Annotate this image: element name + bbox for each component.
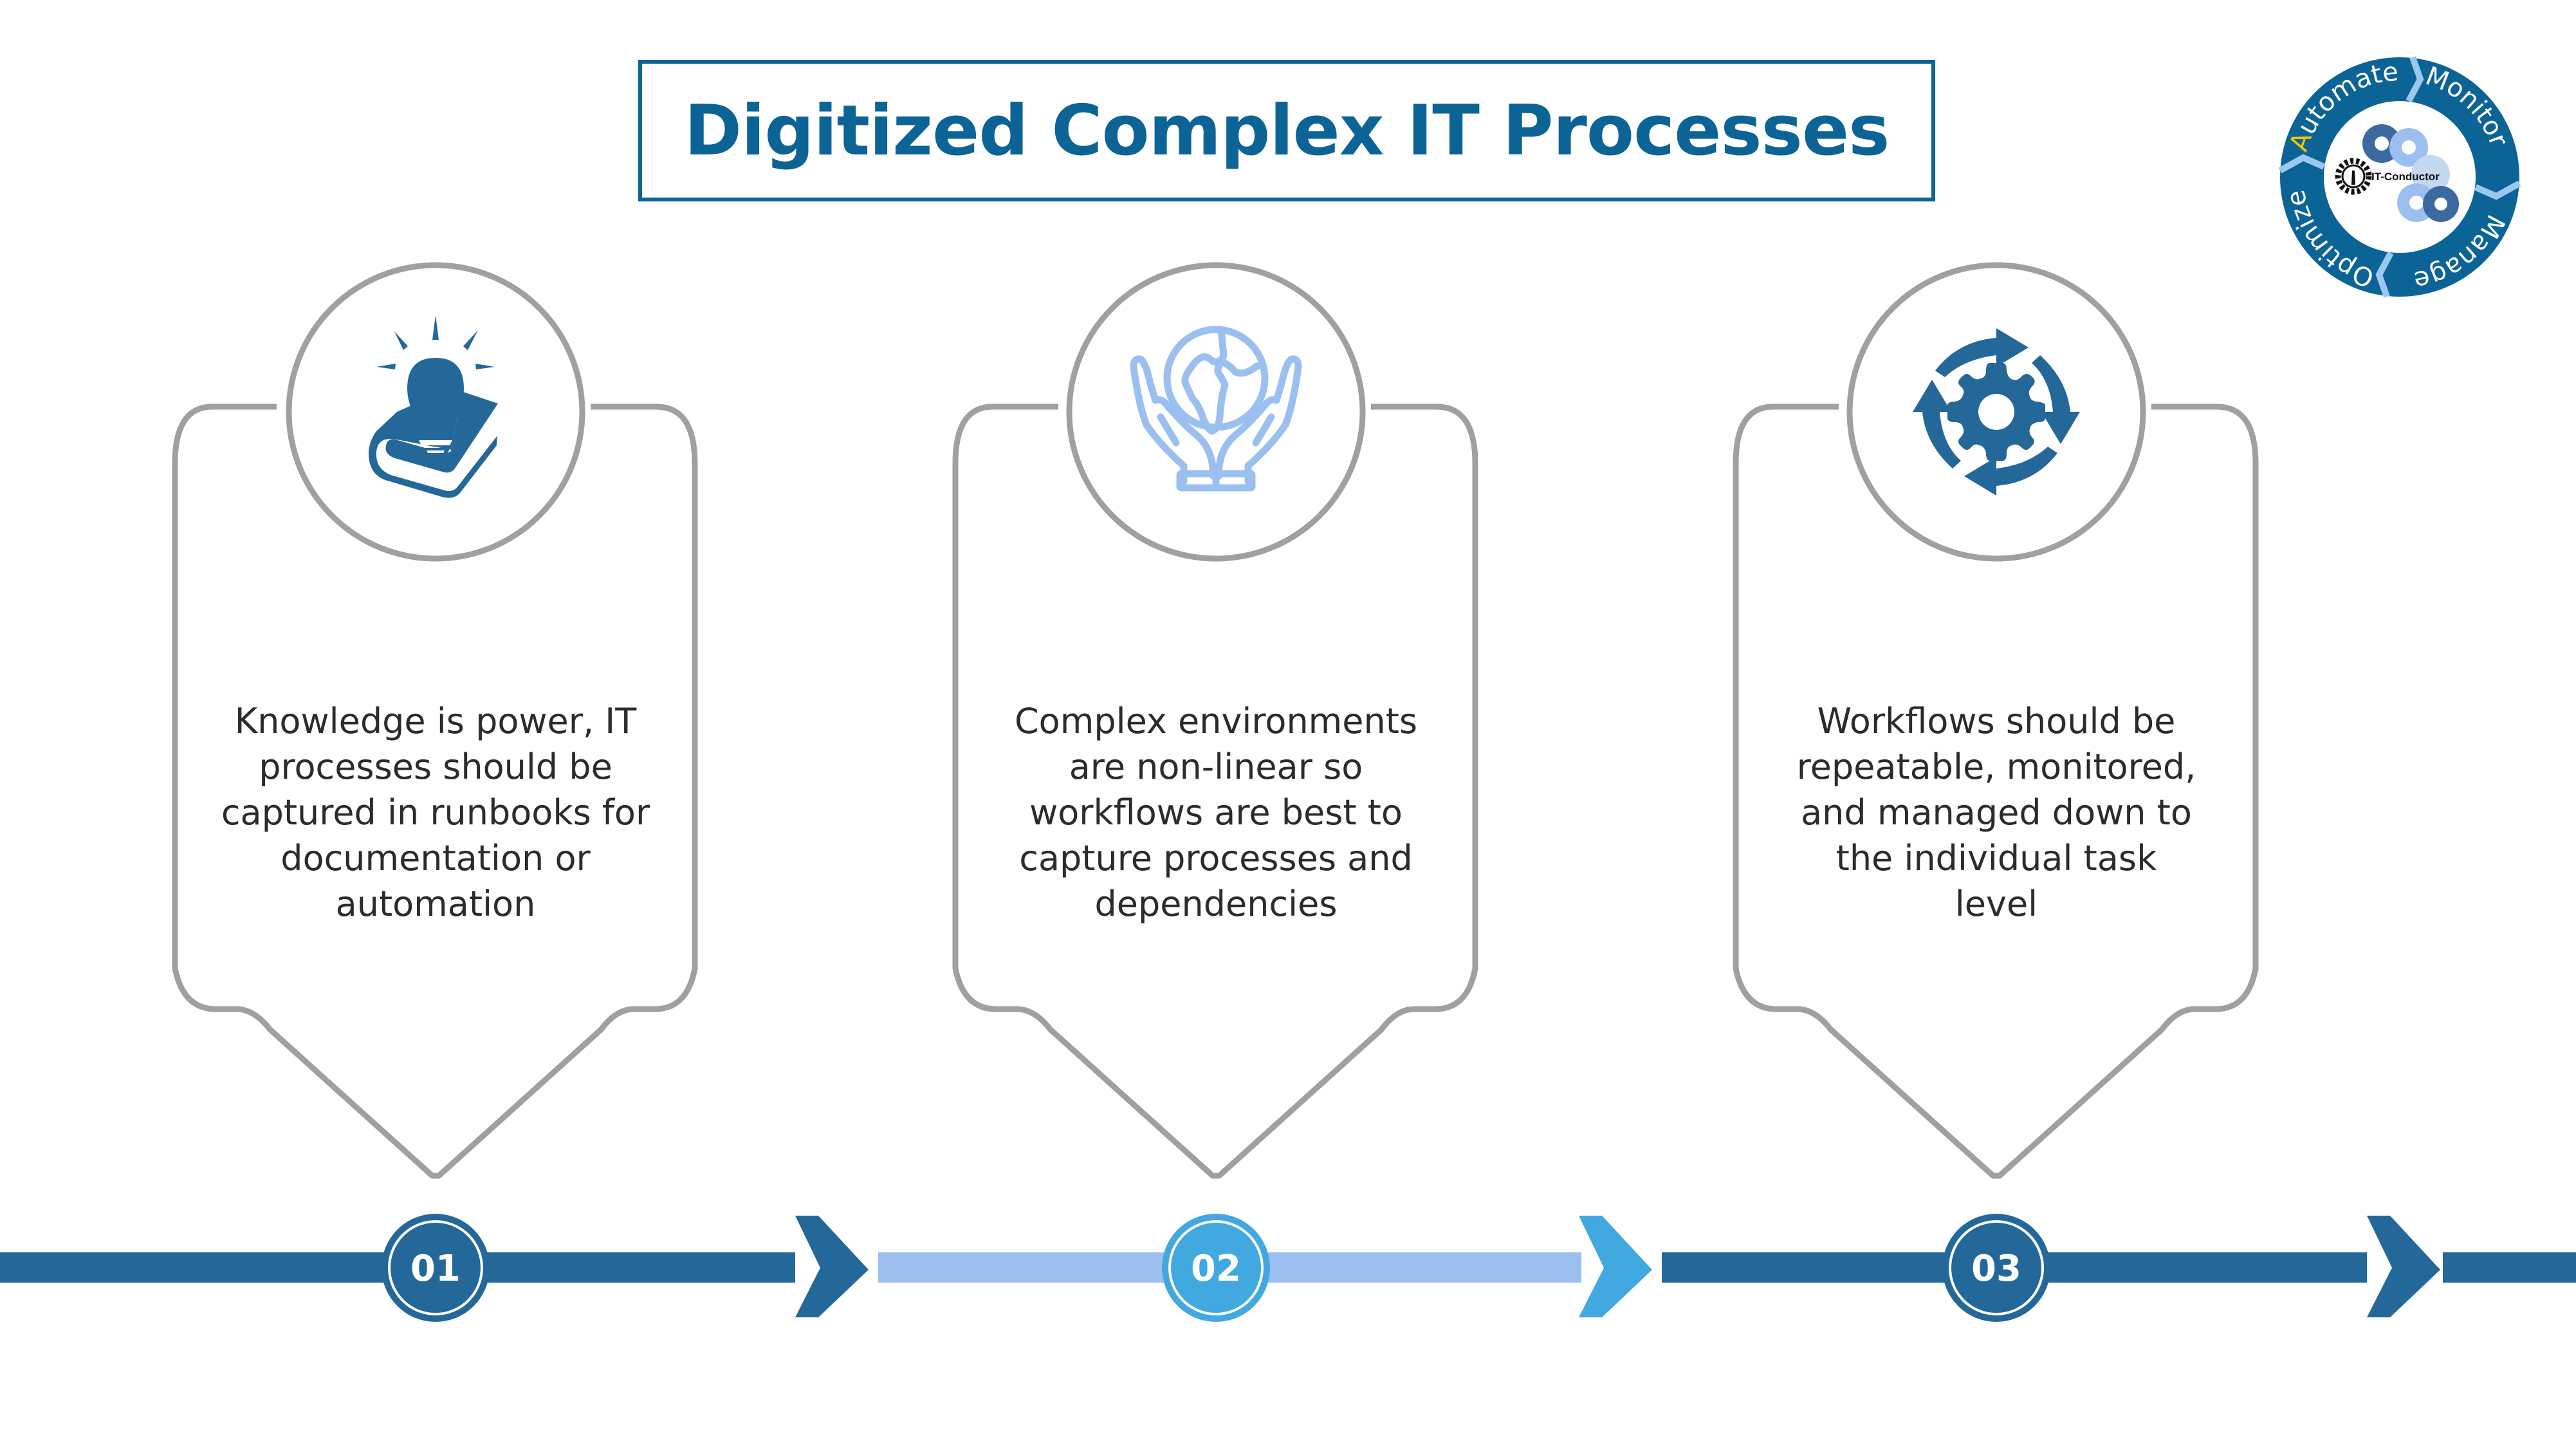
step-badge-2: 02 [1162, 1214, 1270, 1322]
card-1-outline [172, 404, 698, 1179]
step-number: 01 [410, 1248, 461, 1290]
logo-brand: IT-Conductor [2371, 171, 2440, 183]
step-number: 02 [1191, 1248, 1241, 1290]
icon-circle-3 [1846, 262, 2146, 562]
title-box: Digitized Complex IT Processes [638, 60, 1935, 201]
icon-circle-2 [1066, 262, 1366, 562]
card-2-outline [952, 404, 1478, 1179]
chevron-right-icon [795, 1216, 869, 1317]
card-3-outline [1733, 404, 2259, 1179]
chevron-right-icon [1579, 1216, 1652, 1317]
gears-icon: IT-Conductor [2335, 124, 2459, 222]
step-badge-1: 01 [382, 1214, 490, 1322]
step-number: 03 [1971, 1248, 2021, 1290]
it-conductor-logo: Automate Monitor Manage Optimize [2278, 56, 2521, 298]
page-title: Digitized Complex IT Processes [684, 90, 1890, 171]
lightbulb-book-icon [368, 315, 498, 498]
step-3-description: Workflows should be repeatable, monitore… [1796, 701, 2196, 924]
hands-globe-icon [1130, 326, 1302, 492]
timeline-segment-4 [2443, 1252, 2576, 1283]
step-2-description: Complex environments are non-linear so w… [1014, 701, 1418, 924]
chevron-right-icon [2367, 1216, 2440, 1317]
step-1-description: Knowledge is power, IT processes should … [221, 701, 650, 924]
step-badge-3: 03 [1942, 1214, 2050, 1322]
gear-cycle-icon [1913, 328, 2080, 496]
